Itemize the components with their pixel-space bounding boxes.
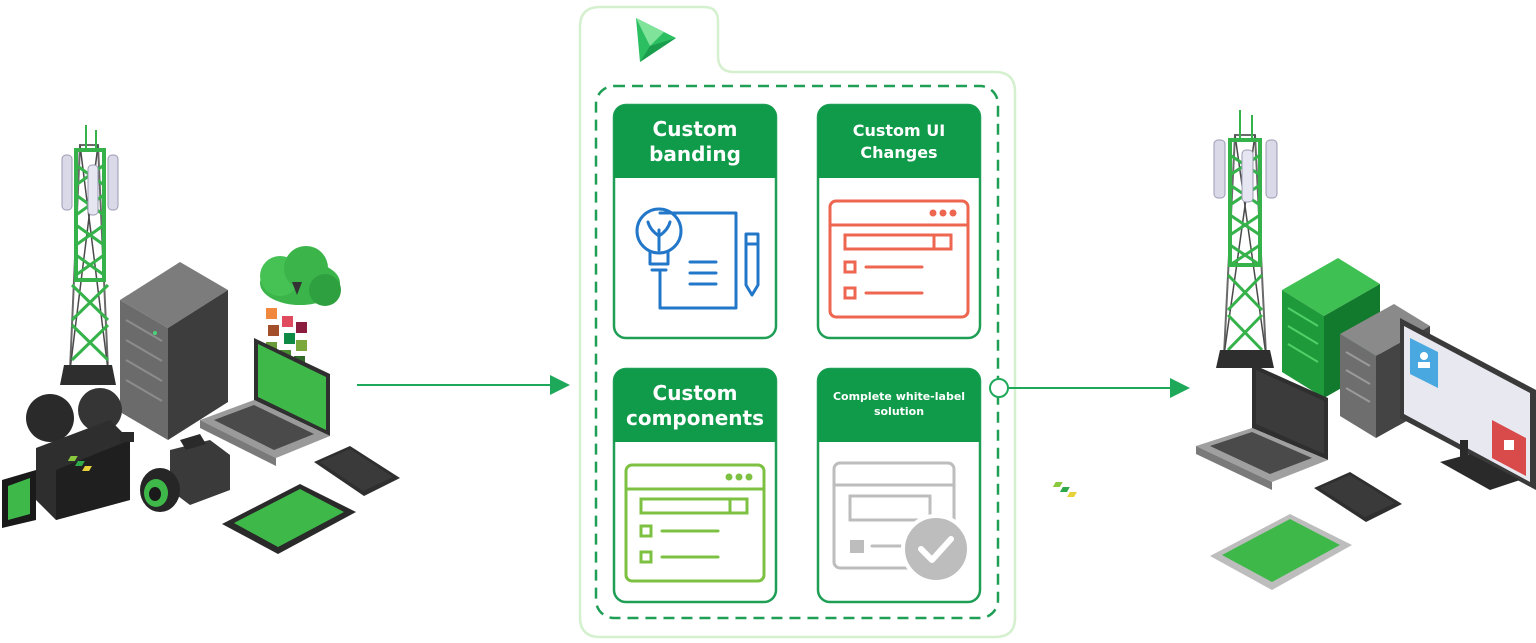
card-custom-branding xyxy=(612,103,778,340)
card-title-line: solution xyxy=(873,405,925,418)
cell-tower-icon xyxy=(1213,110,1278,368)
right-device-cluster xyxy=(1052,110,1536,590)
phone-icon xyxy=(1052,472,1402,522)
browser-window-check-icon xyxy=(832,461,971,584)
server-icon xyxy=(120,262,228,440)
card-title-custom-components: Custom components xyxy=(614,369,776,442)
card-custom-ui-changes xyxy=(816,103,982,340)
card-title-line: Custom UI xyxy=(852,121,946,140)
flow-arrow-out xyxy=(989,378,1190,398)
card-title-white-label-solution: Complete white-label solution xyxy=(818,369,980,442)
cell-tower-icon xyxy=(60,125,119,385)
photo-camera-icon xyxy=(140,434,230,512)
tablet-icon xyxy=(222,484,356,554)
card-title-line: Custom xyxy=(652,116,738,141)
browser-window-list-icon xyxy=(624,463,766,583)
tablet-icon xyxy=(1210,514,1352,590)
card-title-custom-ui-changes: Custom UI Changes xyxy=(818,105,980,178)
phone-icon xyxy=(67,446,400,496)
flow-arrow-in xyxy=(357,375,570,395)
monitor-icon xyxy=(1400,318,1536,490)
cloud-icon xyxy=(260,246,341,372)
browser-window-list-icon xyxy=(828,199,970,319)
laptop-icon xyxy=(1196,364,1328,490)
card-title-line: components xyxy=(626,405,764,430)
laptop-icon xyxy=(200,338,330,466)
card-title-line: Complete white-label xyxy=(832,390,966,403)
card-white-label-solution xyxy=(816,367,982,604)
lightbulb-document-pencil-icon xyxy=(635,207,760,310)
card-title-line: banding xyxy=(649,141,741,166)
card-title-custom-branding: Custom banding xyxy=(614,105,776,178)
card-title-line: Custom xyxy=(652,380,738,405)
card-title-line: Changes xyxy=(860,143,938,162)
left-device-cluster xyxy=(2,125,400,554)
play-logo-icon xyxy=(636,18,676,62)
video-camera-icon xyxy=(2,388,134,528)
card-custom-components xyxy=(612,367,778,604)
